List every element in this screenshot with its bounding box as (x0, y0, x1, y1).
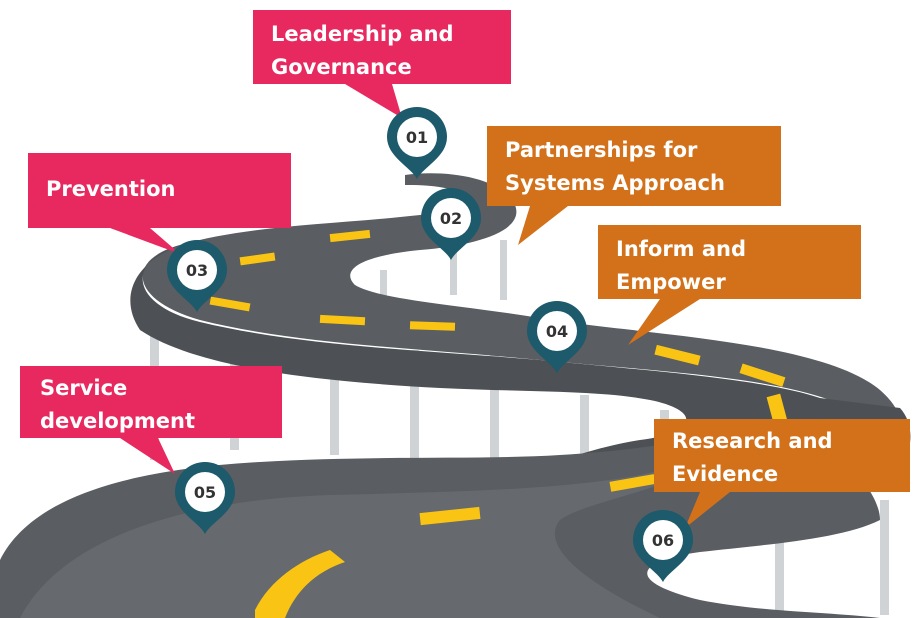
pin-circle (537, 311, 577, 351)
lane-marking (739, 363, 786, 387)
lane-marking (329, 229, 371, 243)
lane-marking (255, 550, 345, 618)
lane-marking (319, 314, 366, 326)
lane-marking (239, 252, 276, 266)
callout-line: Service (40, 376, 128, 400)
callout-line: Research and (672, 429, 833, 453)
callout-prevention: Prevention (28, 153, 291, 228)
lane-marking (209, 296, 251, 312)
callout-leadership: Leadership and Governance (253, 10, 511, 84)
pin-number: 03 (186, 261, 208, 280)
lane-marking (419, 506, 481, 526)
pin-number: 01 (406, 128, 428, 147)
pillar (410, 350, 419, 460)
pillar (490, 355, 499, 460)
pillar (775, 510, 784, 615)
callout-inform: Inform and Empower (598, 225, 861, 299)
pin-number: 05 (194, 483, 216, 502)
callout-line: development (40, 409, 195, 433)
callout-tail (518, 206, 568, 245)
callout-tail (345, 84, 402, 118)
callout-tail (110, 228, 180, 254)
pillar (500, 240, 507, 300)
road-segment (142, 173, 907, 490)
pin-circle (177, 250, 217, 290)
lane-marking (409, 321, 456, 331)
lane-markings (209, 229, 788, 618)
pillar (580, 395, 589, 495)
callout-line: Prevention (46, 177, 176, 201)
callout-line: Leadership and (271, 22, 454, 46)
pin-06: 06 (633, 510, 693, 582)
callout-line: Evidence (672, 462, 779, 486)
callout-tail (120, 438, 175, 474)
pin-02: 02 (421, 188, 481, 260)
callout-service: Service development (20, 366, 282, 438)
pin-circle (431, 198, 471, 238)
pin-05: 05 (175, 462, 235, 534)
callout-tail (628, 299, 700, 345)
callout-line: Inform and (616, 237, 747, 261)
pillar (330, 345, 339, 455)
pin-number: 04 (546, 322, 568, 341)
pillar (380, 270, 387, 300)
pin-03: 03 (167, 240, 227, 312)
pin-circle (397, 117, 437, 157)
callout-line: Systems Approach (505, 171, 725, 195)
lane-marking (766, 393, 788, 425)
callout-line: Partnerships for (505, 138, 698, 162)
pin-01: 01 (387, 107, 447, 179)
callout-research: Research and Evidence (654, 419, 910, 492)
pin-04: 04 (527, 301, 587, 373)
pin-circle (185, 472, 225, 512)
callout-tail (685, 492, 730, 528)
callout-line: Empower (616, 270, 726, 294)
callout-line: Governance (271, 55, 412, 79)
pin-number: 02 (440, 209, 462, 228)
road-segment (20, 461, 712, 618)
pillar (880, 500, 889, 615)
lane-marking (609, 474, 656, 492)
pin-number: 06 (652, 531, 674, 550)
lane-marking (654, 344, 701, 366)
callout-partnerships: Partnerships for Systems Approach (487, 126, 781, 206)
pillar (450, 250, 457, 295)
pin-circle (643, 520, 683, 560)
